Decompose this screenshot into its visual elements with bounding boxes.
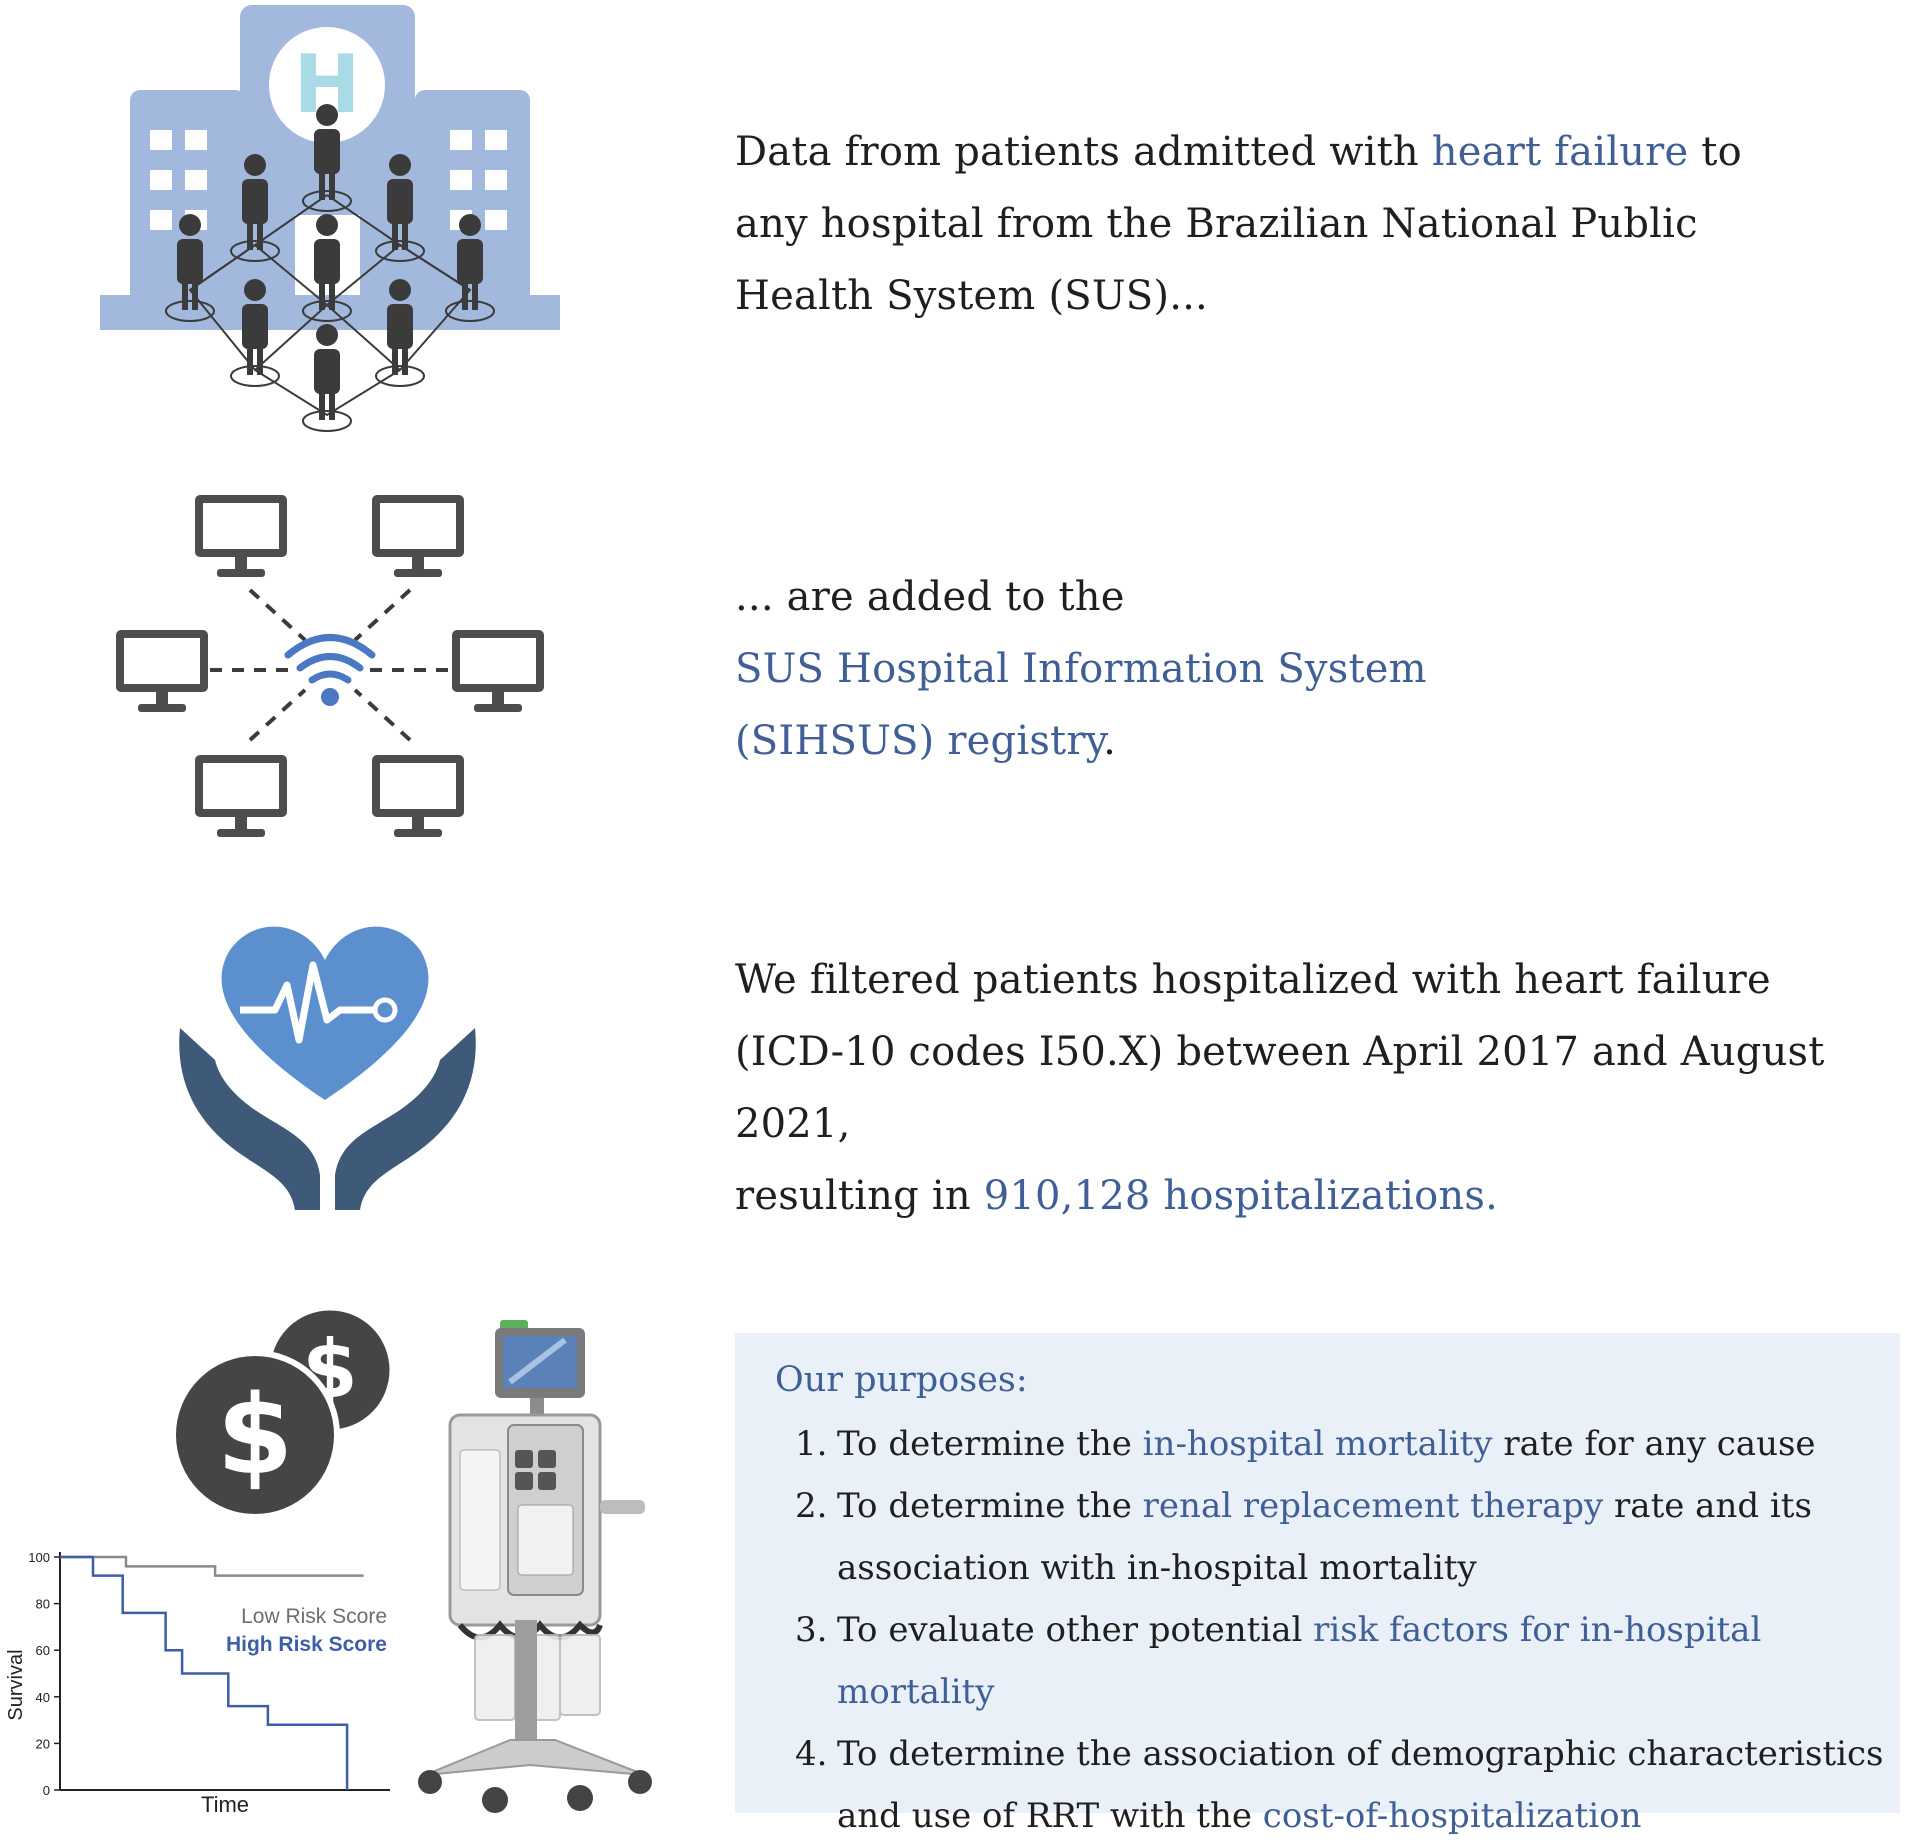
heart-failure-highlight: heart failure — [1431, 129, 1689, 175]
section3-line2: (ICD-10 codes I50.X) between April 2017 … — [735, 1029, 1825, 1147]
survival-chart: Survival Time 0 20 40 60 80 100 Low Risk Scor… — [5, 1550, 390, 1817]
purpose-text: To determine the — [837, 1486, 1143, 1526]
purpose-highlight: in-hospital mortality — [1142, 1424, 1493, 1464]
chart-x-axis-label: Time — [201, 1792, 249, 1817]
purpose-item: 1.To determine the in-hospital mortality… — [775, 1413, 1885, 1475]
purpose-number: 1. — [795, 1424, 828, 1464]
purpose-text-end: rate and its association with in-hospita… — [837, 1486, 1812, 1588]
section1-line1-pre: Data from patients admitted with — [735, 129, 1432, 175]
svg-text:$: $ — [217, 1371, 294, 1499]
section1-text: Data from patients admitted with heart f… — [735, 116, 1885, 332]
purpose-highlight: renal replacement therapy — [1142, 1486, 1604, 1526]
section2-line2: SUS Hospital Information System — [735, 646, 1427, 692]
purpose-text-end: rate for any cause — [1492, 1424, 1816, 1464]
sihsus-registry-highlight: (SIHSUS) registry — [735, 718, 1104, 764]
purpose-number: 4. — [795, 1734, 828, 1774]
chart-y-tick-label: 60 — [36, 1643, 50, 1658]
chart-y-tick-label: 80 — [36, 1597, 50, 1612]
heart-in-hands-icon — [179, 926, 476, 1210]
chart-y-tick-label: 20 — [36, 1736, 50, 1751]
section2-line3: (SIHSUS) registry. — [735, 705, 1885, 777]
chart-legend-entry: Low Risk Score — [241, 1605, 387, 1628]
hospitalizations-highlight: 910,128 hospitalizations. — [983, 1173, 1498, 1219]
chart-y-tick-label: 100 — [28, 1550, 50, 1565]
section3-line3-pre: resulting in — [735, 1173, 984, 1219]
purpose-item: 2.To determine the renal replacement the… — [775, 1475, 1885, 1599]
purpose-number: 2. — [795, 1486, 828, 1526]
section2-line3-post: . — [1103, 718, 1117, 764]
chart-series-line — [60, 1555, 349, 1790]
chart-y-tick-label: 0 — [43, 1783, 50, 1798]
section3-line3: resulting in 910,128 hospitalizations. — [735, 1160, 1895, 1232]
purposes-title: Our purposes: — [775, 1360, 1028, 1400]
purpose-text: To evaluate other potential — [837, 1610, 1314, 1650]
purpose-highlight: risk factors for in-hospital mortality — [837, 1610, 1762, 1712]
hospital-network-icon: H — [100, 5, 560, 432]
coins-icon: $ $ — [170, 1305, 395, 1520]
computer-network-icon — [116, 495, 544, 837]
chart-y-axis-label: Survival — [5, 1649, 27, 1720]
section3-line1: We filtered patients hospitalized with h… — [735, 957, 1771, 1003]
purpose-number: 3. — [795, 1610, 828, 1650]
purpose-highlight: cost-of-hospitalization — [1262, 1796, 1642, 1836]
chart-y-tick-label: 40 — [36, 1690, 50, 1705]
section2-text: ... are added to the SUS Hospital Inform… — [735, 561, 1885, 777]
dialysis-machine-icon — [418, 1320, 652, 1813]
section1-line1-post: to — [1688, 129, 1742, 175]
section3-text: We filtered patients hospitalized with h… — [735, 944, 1895, 1232]
section2-line1: ... are added to the — [735, 574, 1125, 620]
purpose-text: To determine the — [837, 1424, 1143, 1464]
purposes-list: 1.To determine the in-hospital mortality… — [775, 1413, 1885, 1847]
chart-legend-entry: High Risk Score — [226, 1633, 387, 1656]
purpose-item: 3.To evaluate other potential risk facto… — [775, 1599, 1885, 1723]
section1-line1: Data from patients admitted with heart f… — [735, 116, 1885, 188]
purposes-box: Our purposes: 1.To determine the in-hosp… — [735, 1333, 1900, 1836]
section1-line2: any hospital from the Brazilian National… — [735, 201, 1698, 247]
section1-line3: Health System (SUS)... — [735, 273, 1208, 319]
chart-series-line — [60, 1555, 364, 1577]
purpose-item: 4.To determine the association of demogr… — [775, 1723, 1885, 1847]
